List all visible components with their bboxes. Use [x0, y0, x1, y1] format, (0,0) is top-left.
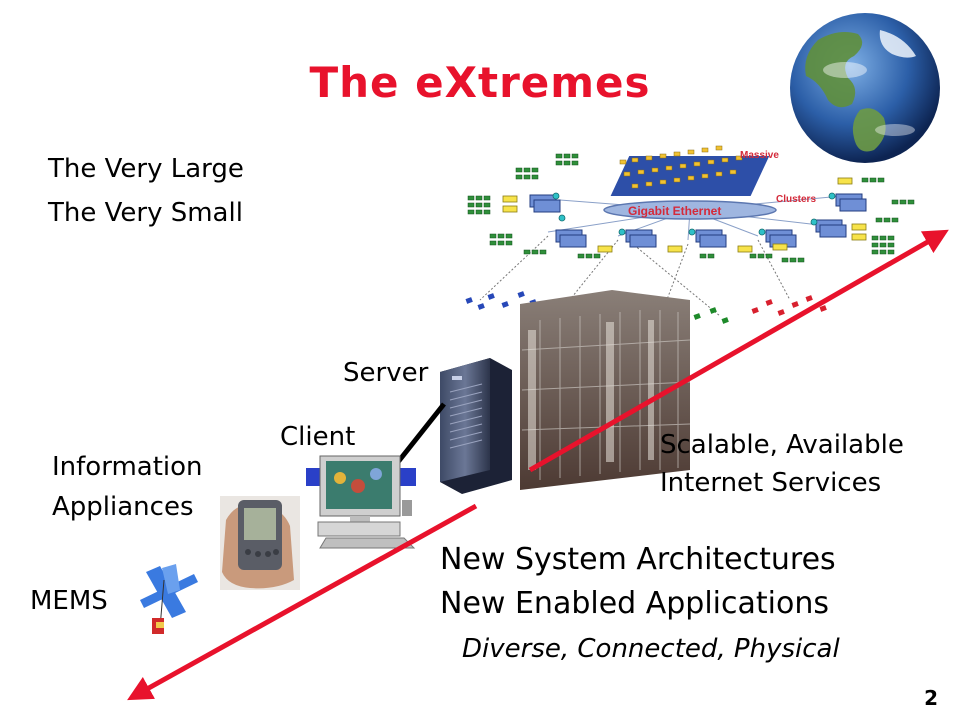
new-architectures-label: New System Architectures — [440, 542, 836, 577]
page-number: 2 — [924, 686, 938, 710]
client-server-link — [396, 402, 446, 464]
very-small-label: The Very Small — [48, 198, 243, 228]
lower-arrow — [127, 503, 478, 701]
mems-device-icon — [140, 564, 198, 634]
new-applications-label: New Enabled Applications — [440, 586, 829, 621]
appliances-label: Appliances — [52, 492, 194, 522]
upper-arrow — [528, 229, 949, 473]
handheld-pda-icon — [220, 496, 300, 590]
server-tower-icon — [440, 358, 512, 494]
mems-label: MEMS — [30, 586, 108, 616]
server-label: Server — [343, 358, 429, 388]
massive-label: Massive — [740, 150, 779, 161]
client-label: Client — [280, 422, 356, 452]
internet-services-label: Internet Services — [660, 468, 882, 498]
diverse-connected-physical-label: Diverse, Connected, Physical — [462, 634, 840, 664]
clusters-label: Clusters — [776, 194, 816, 205]
gigabit-ethernet-label: Gigabit Ethernet — [628, 204, 721, 218]
desktop-computer-icon — [306, 455, 416, 549]
globe-icon — [790, 13, 940, 163]
server-racks-photo — [520, 290, 691, 490]
very-large-label: The Very Large — [48, 154, 244, 184]
scalable-label: Scalable, Available — [660, 430, 904, 460]
information-label: Information — [52, 452, 203, 482]
slide-title: The eXtremes — [309, 58, 651, 107]
